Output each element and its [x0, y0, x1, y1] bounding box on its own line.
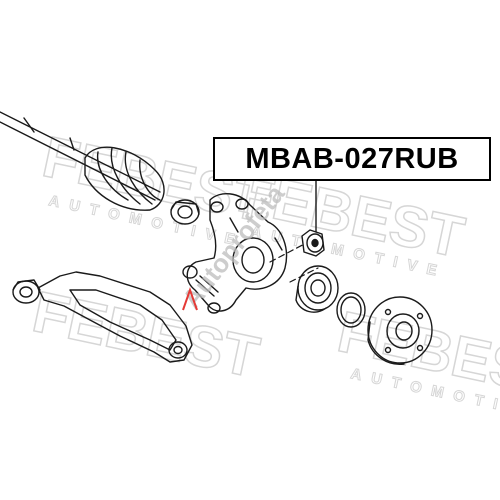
lower-control-arm: [37, 271, 193, 363]
steering-knuckle: [182, 193, 288, 314]
wheel-bearing: [295, 265, 339, 313]
small-bushing: [170, 199, 200, 225]
knuckle-bolt: [195, 275, 219, 297]
tie-rod: [0, 111, 161, 201]
arm-bushing: [12, 279, 41, 304]
part-number-label: MBAB-027RUB: [213, 137, 491, 181]
target-bushing: [301, 229, 325, 257]
wheel-hub: [367, 296, 433, 365]
seller-accent-mark: [182, 286, 198, 311]
watermark-brand-3: FEBEST: [27, 279, 264, 390]
snap-ring: [336, 292, 366, 328]
coil-boot: [84, 146, 165, 211]
